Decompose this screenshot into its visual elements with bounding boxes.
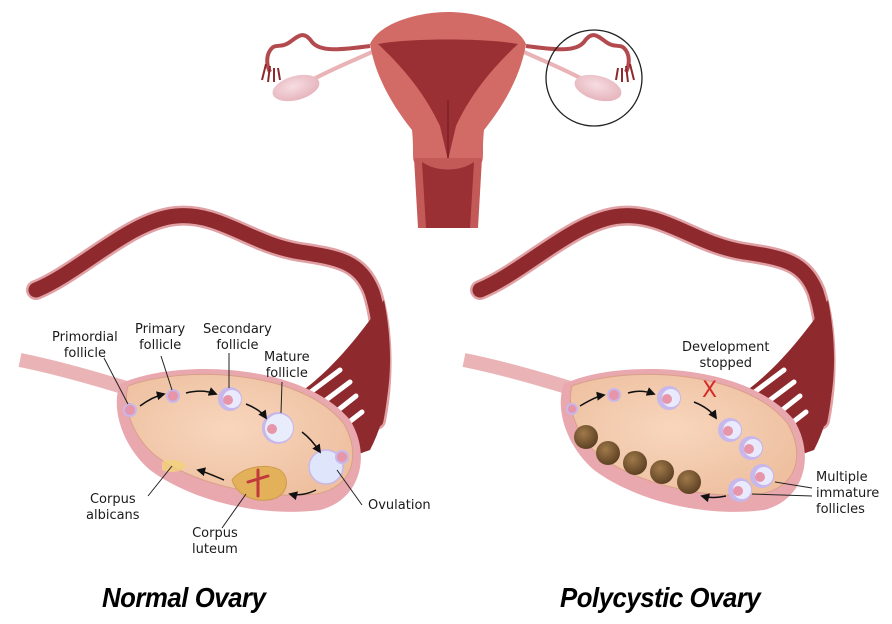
- stop-x-icon: X: [702, 378, 718, 403]
- label-primary-follicle: Primary follicle: [135, 322, 186, 353]
- uterus-overview: [261, 12, 643, 228]
- normal-ovary-illustration: [18, 205, 392, 529]
- title-normal-ovary: Normal Ovary: [102, 582, 266, 613]
- polycystic-ovary-illustration: [462, 205, 836, 512]
- label-secondary-follicle: Secondary follicle: [203, 322, 272, 353]
- label-multiple-immature-follicles: Multiple immature follicles: [816, 470, 880, 517]
- label-development-stopped: Development stopped: [682, 340, 770, 371]
- highlight-circle: [545, 29, 643, 127]
- label-mature-follicle: Mature follicle: [264, 350, 310, 381]
- label-corpus-albicans: Corpus albicans: [86, 492, 140, 523]
- label-ovulation: Ovulation: [368, 498, 431, 513]
- label-corpus-luteum: Corpus luteum: [192, 526, 238, 557]
- title-polycystic-ovary: Polycystic Ovary: [560, 582, 761, 613]
- label-primordial-follicle: Primordial follicle: [52, 330, 118, 361]
